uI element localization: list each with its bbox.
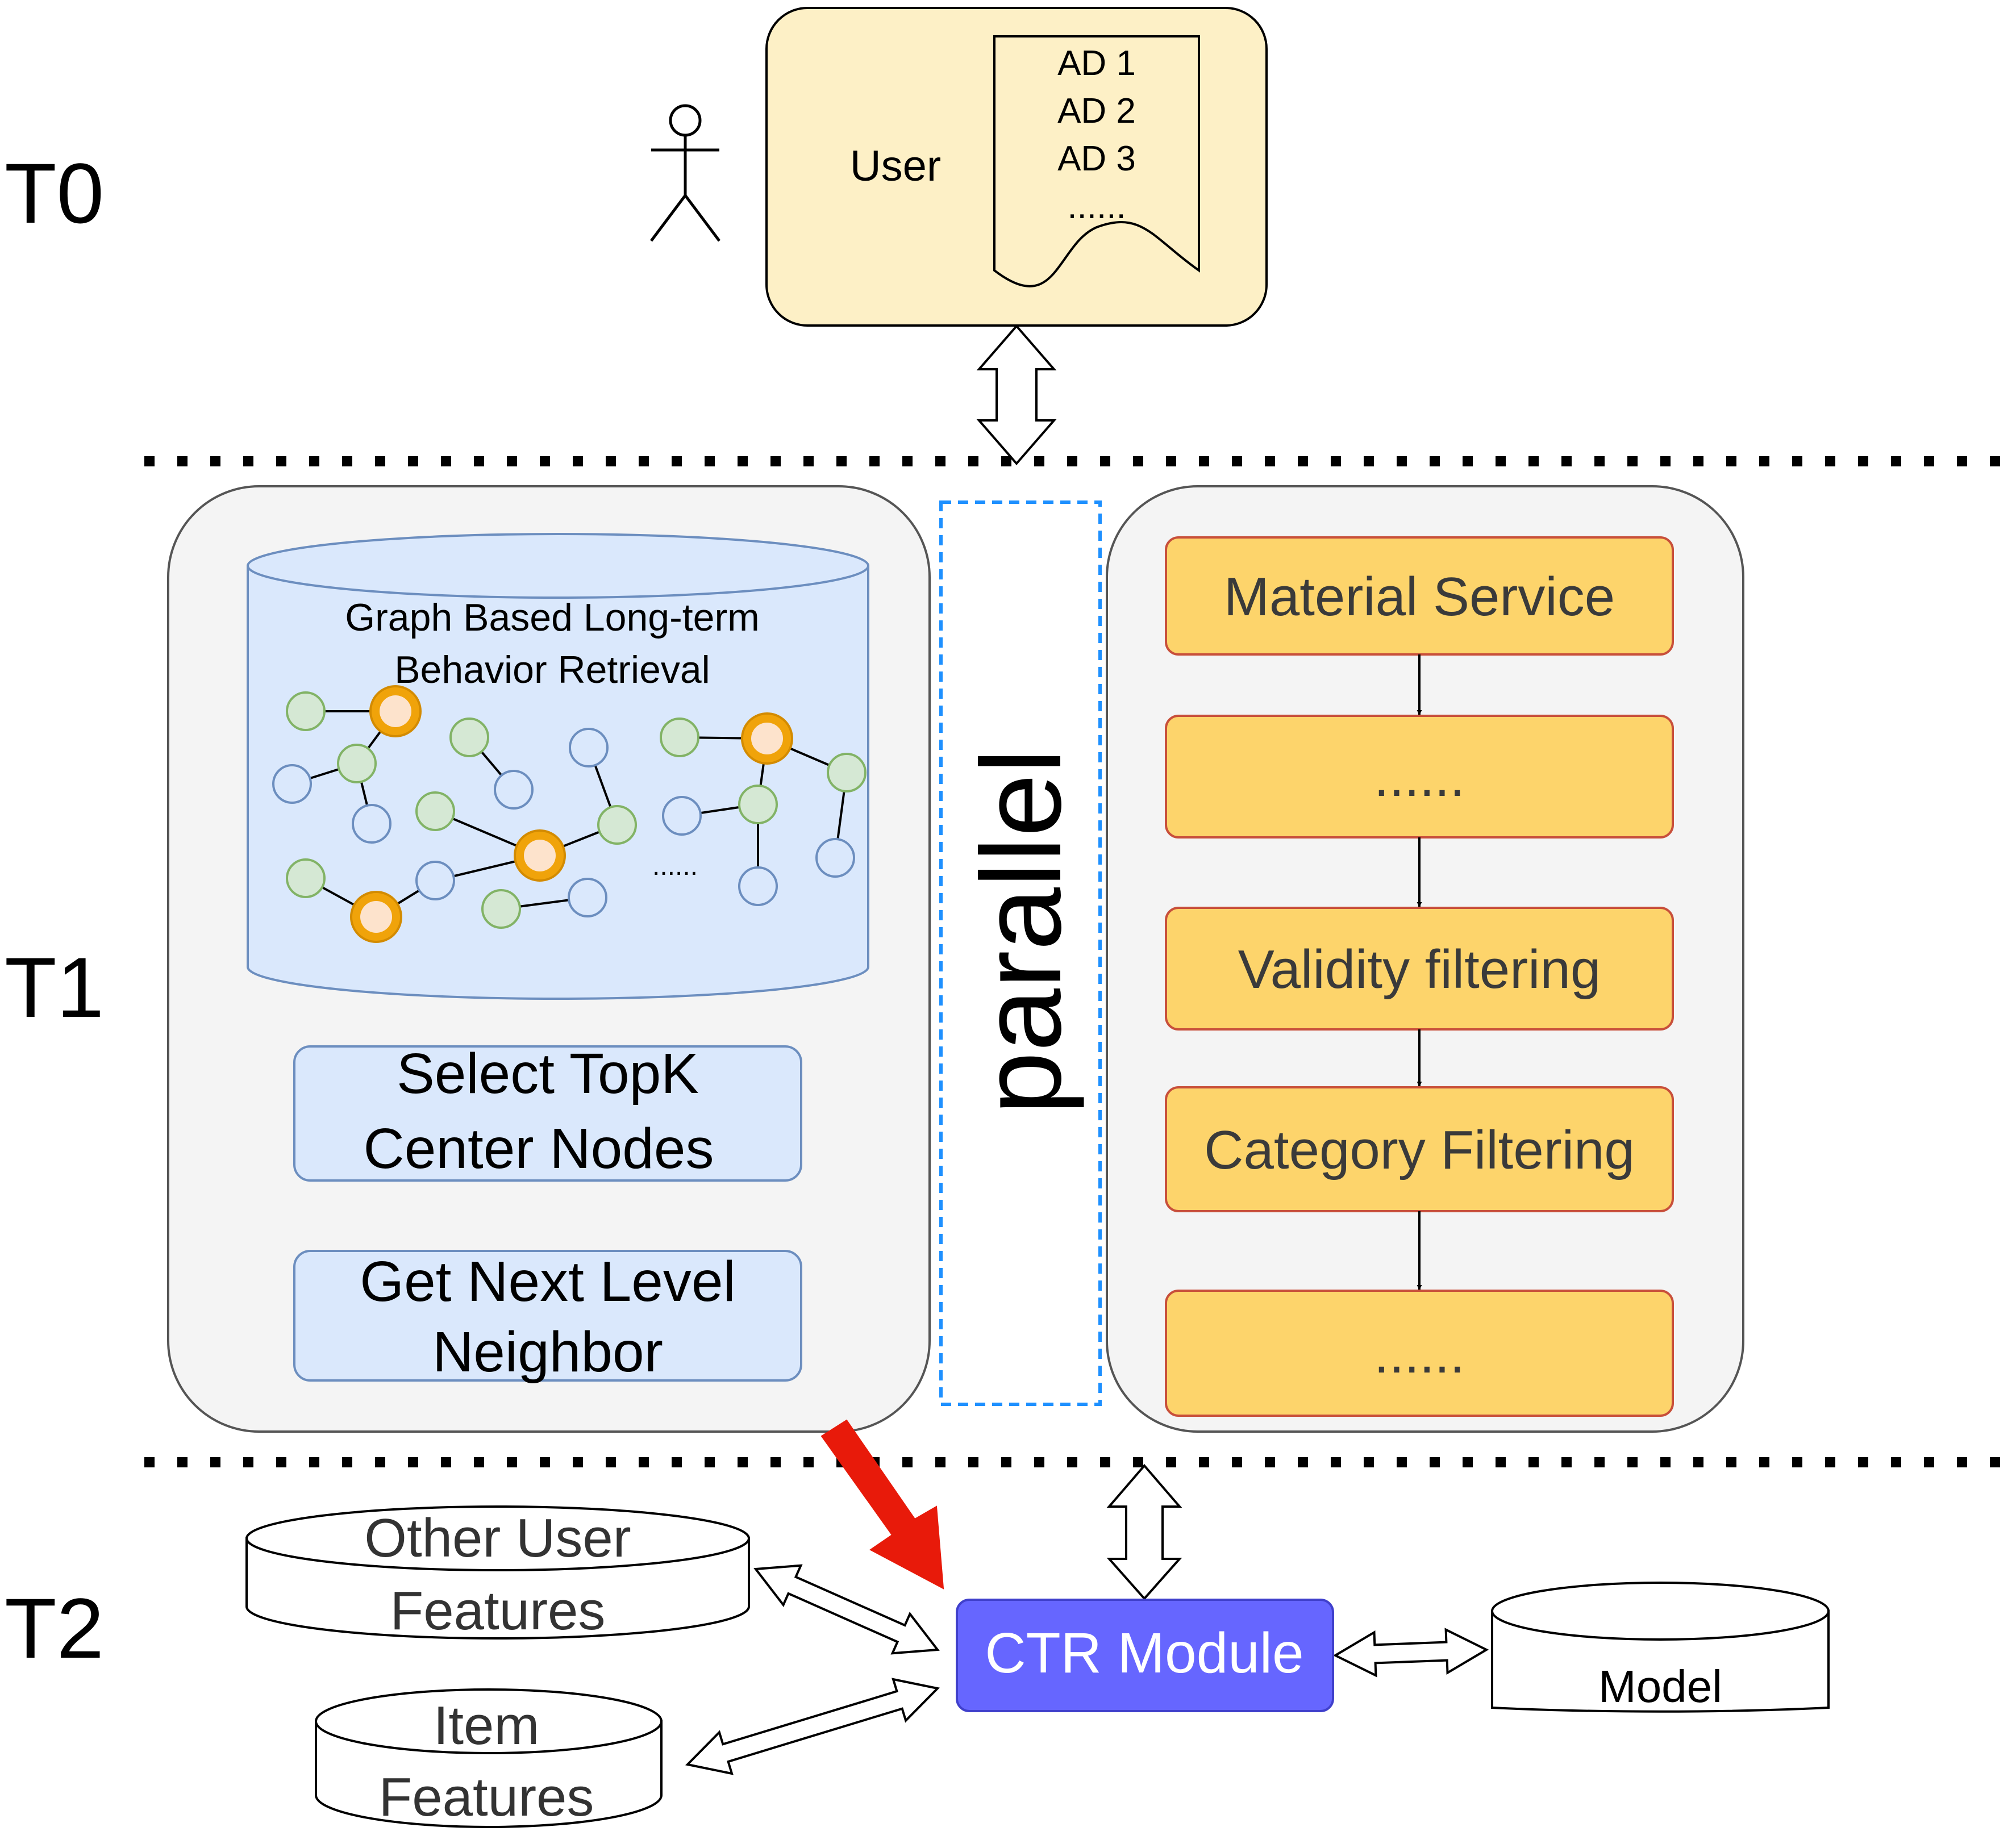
blue-node	[662, 796, 702, 836]
user-actor-icon	[650, 104, 720, 242]
blue-node	[815, 838, 855, 878]
db-title-line2: Behavior Retrieval	[394, 648, 710, 691]
stage-label-t0: T0	[5, 145, 104, 241]
select-topk-line1: Select TopK	[397, 1042, 699, 1106]
parallel-box	[939, 500, 1102, 1406]
center-node-core	[751, 723, 783, 754]
neighbor-line2: Neighbor	[432, 1320, 663, 1384]
pipeline-step-label: ......	[1374, 747, 1465, 808]
graph-ellipsis: ......	[652, 851, 698, 881]
pipeline-step-label: ......	[1374, 1324, 1465, 1384]
ad-list-document	[993, 35, 1200, 287]
select-topk-line2: Center Nodes	[364, 1117, 714, 1180]
next-level-neighbor-box	[293, 1250, 802, 1382]
green-node	[286, 691, 326, 731]
ad-list-item: ......	[1067, 187, 1126, 226]
double-arrow-pipeline-ctr	[1106, 1463, 1182, 1601]
green-node	[660, 717, 699, 757]
ad-list-item: AD 2	[1057, 91, 1136, 131]
pipeline-step-label: Category Filtering	[1204, 1120, 1635, 1180]
blue-node	[352, 804, 391, 844]
select-topk-box	[293, 1045, 802, 1182]
pipeline-step-label: Material Service	[1224, 566, 1615, 627]
center-node-core	[524, 840, 556, 871]
blue-node	[415, 861, 455, 900]
graph-nodes	[272, 685, 867, 943]
blue-node	[272, 764, 312, 804]
feature-arrows	[685, 1564, 1489, 1775]
green-node	[481, 889, 521, 929]
blue-node	[568, 878, 607, 917]
green-node	[337, 744, 377, 783]
green-node	[827, 753, 867, 792]
pipeline-steps: Material Service...... Validity filtering…	[1165, 536, 1674, 1417]
green-node	[415, 791, 455, 831]
stage-label-t2: T2	[5, 1580, 104, 1676]
blue-node	[494, 770, 534, 810]
ad-list: AD 1 AD 2 AD 3......	[1057, 44, 1136, 226]
ad-list-item: AD 3	[1057, 139, 1136, 178]
stage-label-t1: T1	[5, 940, 104, 1035]
other-user-line2: Features	[390, 1580, 606, 1641]
ad-list-item: AD 1	[1057, 44, 1136, 83]
other-user-line1: Other User	[364, 1508, 631, 1568]
item-line1: Item	[434, 1695, 540, 1756]
double-arrow-item-ctr	[685, 1678, 940, 1775]
ctr-module-label: CTR Module	[985, 1621, 1303, 1685]
other-user-features-db	[245, 1505, 750, 1640]
model-label: Model	[1598, 1661, 1722, 1712]
pipeline-step-label: Validity filtering	[1238, 939, 1601, 1000]
double-arrow-other-user-ctr	[753, 1564, 940, 1655]
blue-node	[569, 728, 609, 767]
center-node-core	[380, 695, 411, 727]
item-line2: Features	[379, 1767, 594, 1828]
neighbor-line1: Get Next Level	[360, 1250, 735, 1313]
db-title-line1: Graph Based Long-term	[345, 596, 760, 639]
double-arrow-ctr-model	[1332, 1628, 1489, 1678]
ctr-module-box	[956, 1599, 1334, 1712]
green-node	[738, 785, 778, 824]
green-node	[286, 858, 326, 898]
green-node	[597, 805, 637, 845]
model-db	[1491, 1582, 1830, 1713]
graph-database-cylinder	[247, 533, 869, 1000]
parallel-label: parallel	[958, 749, 1085, 1115]
double-arrow-user-t1	[976, 324, 1057, 466]
red-arrow-to-ctr	[820, 1419, 944, 1590]
pipeline-step-box	[1165, 1290, 1674, 1417]
blue-node	[738, 866, 778, 906]
item-features-db	[315, 1688, 663, 1828]
user-label: User	[850, 142, 941, 190]
center-node-core	[360, 901, 392, 933]
green-node	[449, 717, 489, 757]
